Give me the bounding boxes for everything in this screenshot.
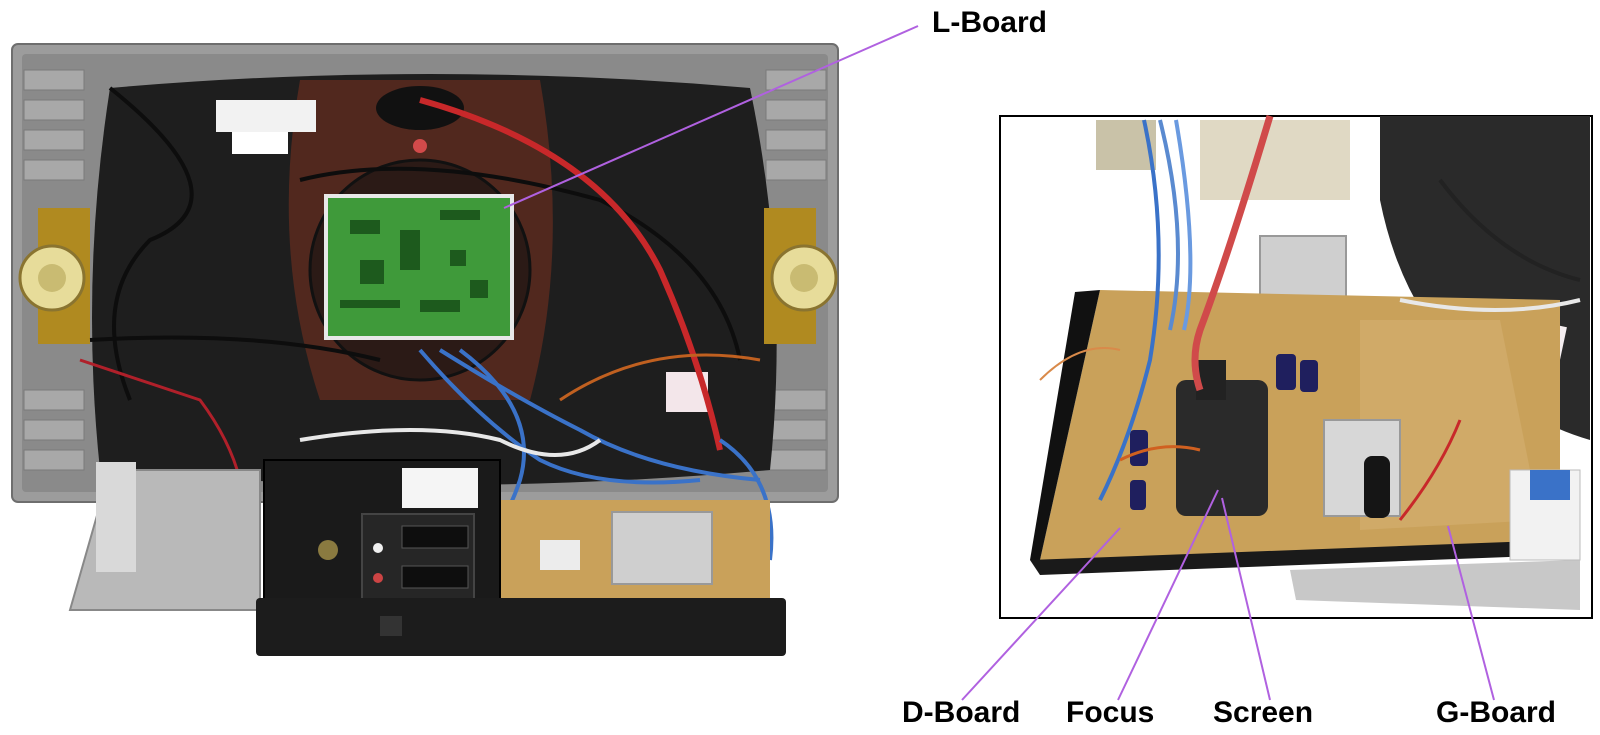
- label-screen: Screen: [1213, 696, 1314, 729]
- leader-line-l-board: [503, 25, 919, 209]
- label-focus: Focus: [1066, 696, 1155, 729]
- right-speaker: [764, 208, 838, 344]
- l-board-pcb: [324, 194, 514, 340]
- leader-line-focus: [1117, 489, 1219, 701]
- tv-rear-photo: [11, 43, 839, 656]
- left-speaker: [18, 208, 90, 344]
- leader-line-g-board: [1447, 525, 1495, 701]
- leader-line-d-board: [961, 527, 1121, 701]
- flyback-transformer: [1176, 380, 1268, 516]
- red-hv-wire: [419, 97, 723, 451]
- g-board-pcb: [1360, 320, 1540, 530]
- leader-lines: [503, 25, 1495, 701]
- label-l-board: L-Board: [932, 6, 1047, 39]
- label-d-board: D-Board: [902, 696, 1021, 729]
- label-g-board: G-Board: [1436, 696, 1556, 729]
- chassis-closeup-photo: [999, 114, 1593, 619]
- leader-line-screen: [1221, 497, 1271, 701]
